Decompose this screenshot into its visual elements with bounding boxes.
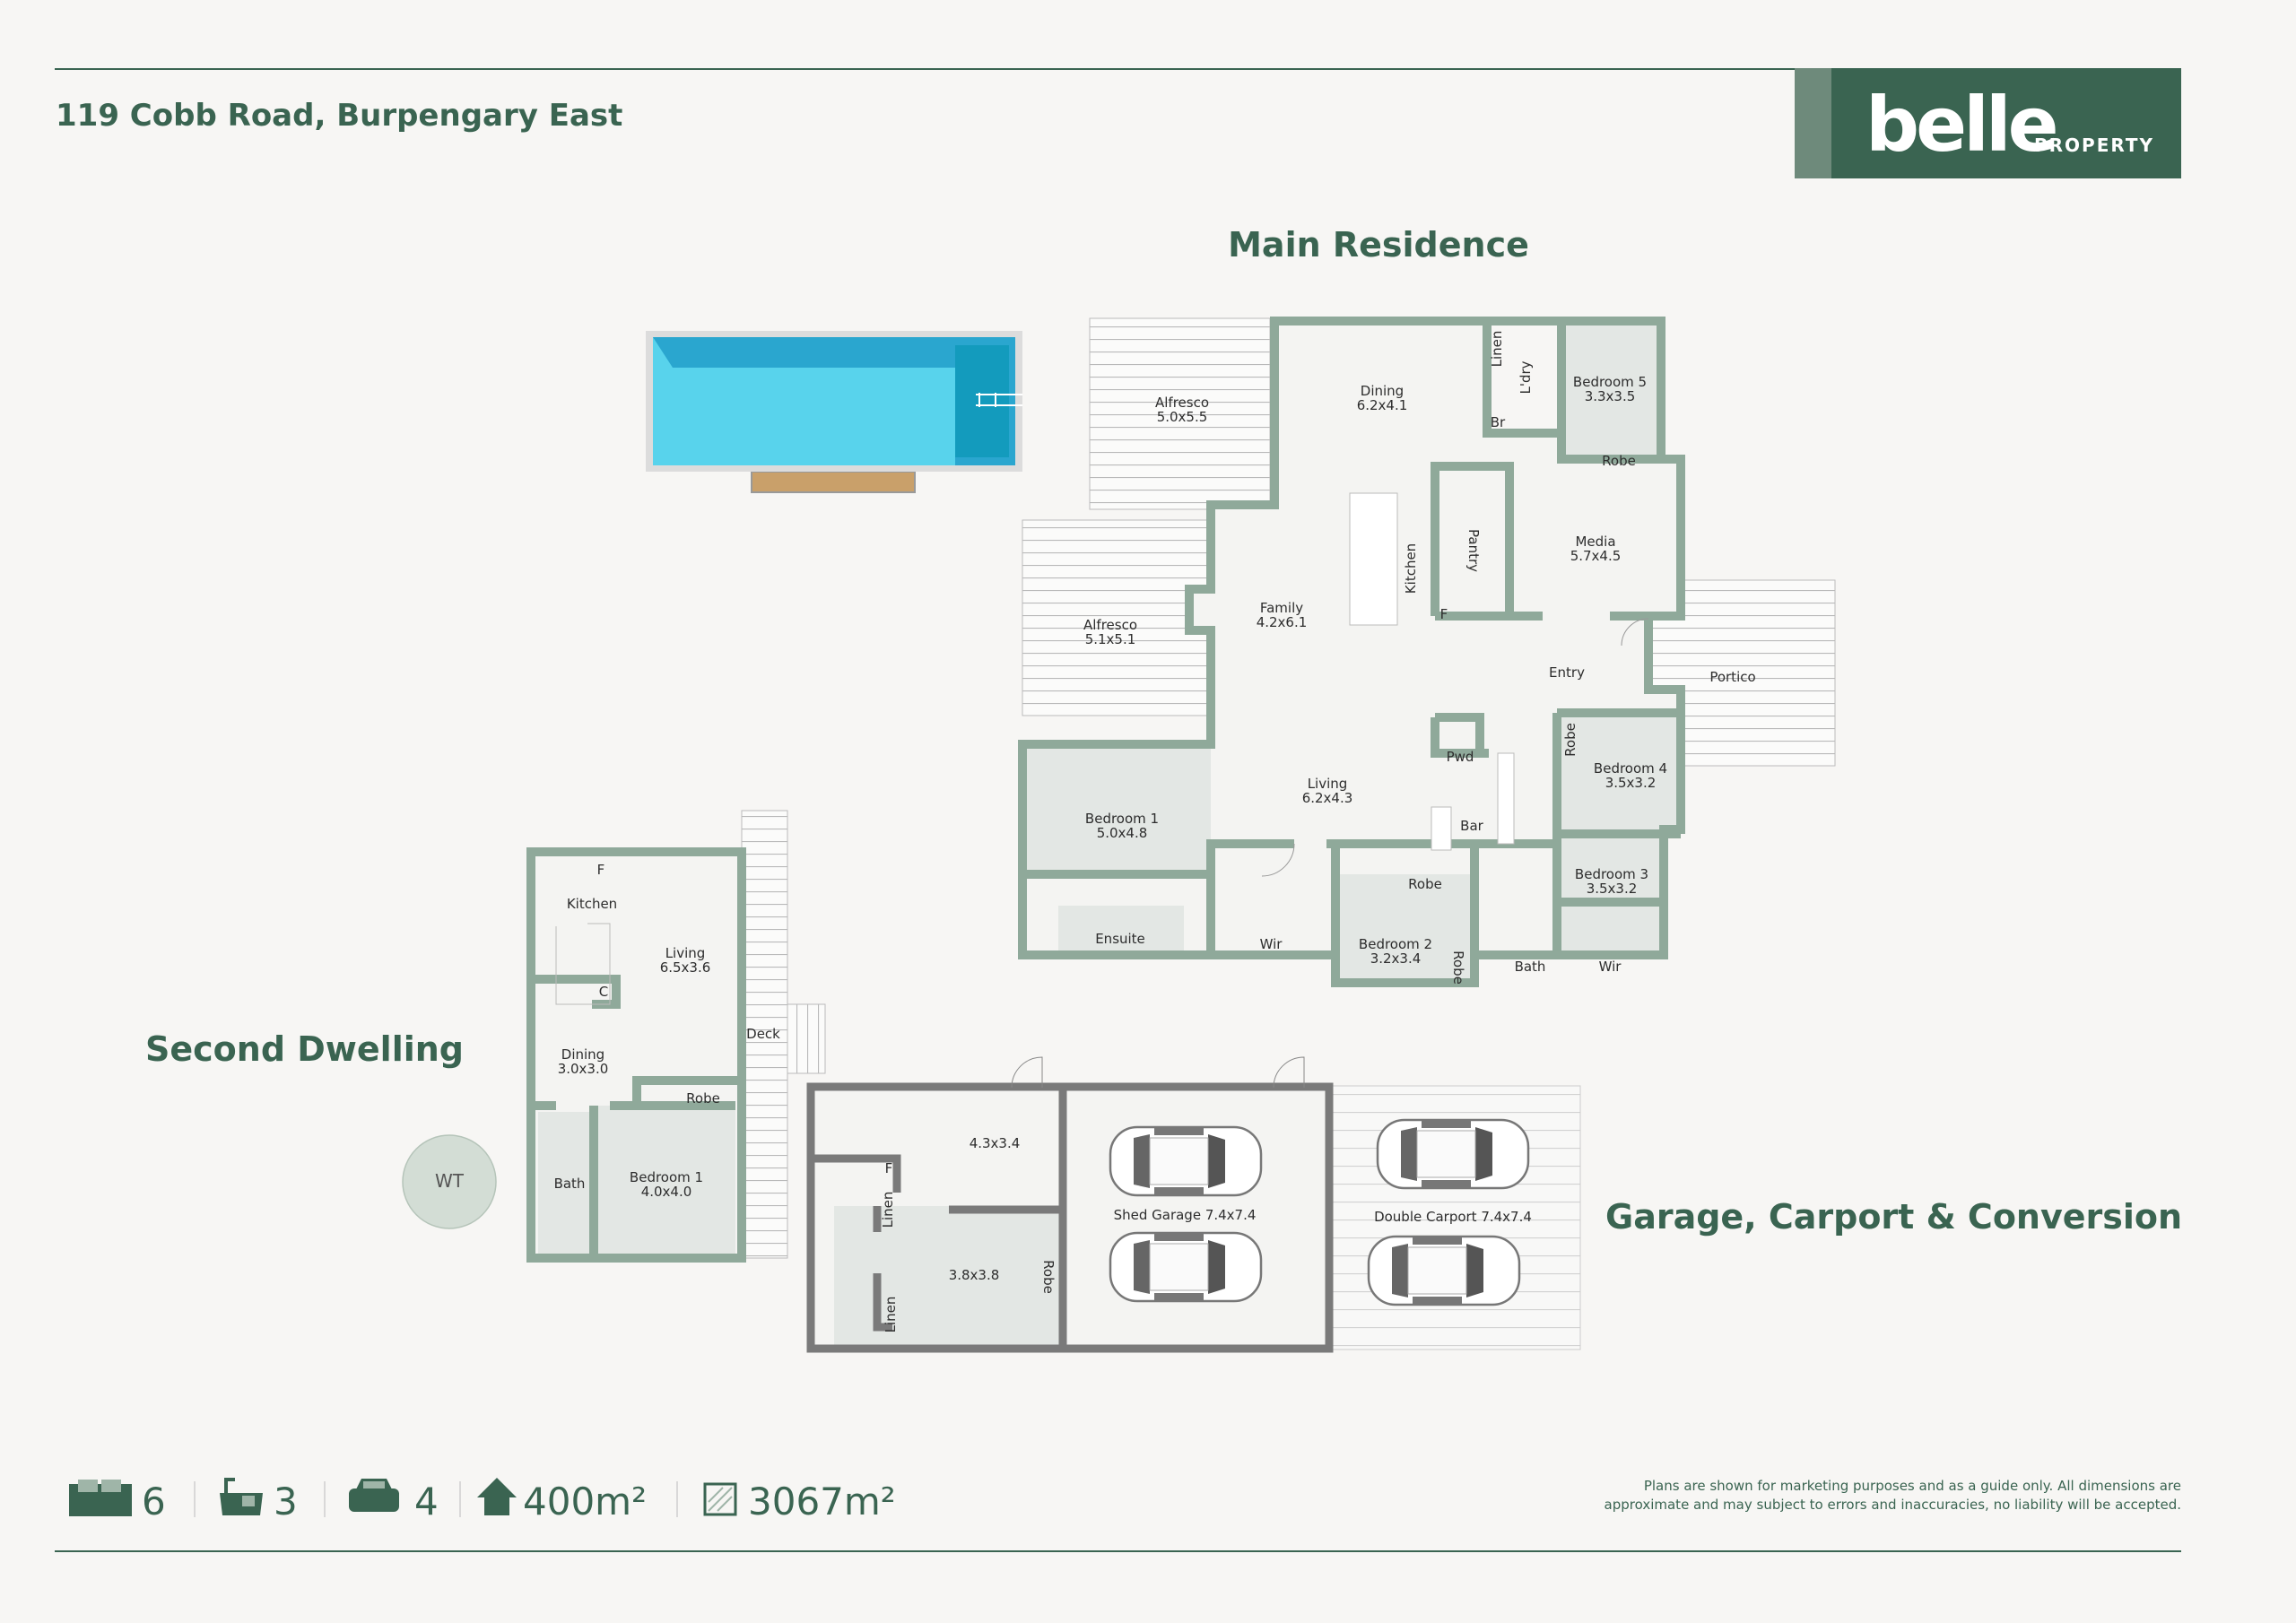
belle-property-logo: belle PROPERTY bbox=[1795, 68, 2181, 178]
portico-label: Portico bbox=[1709, 669, 1755, 685]
property-stats: 6 3 4 400m² 3067m² bbox=[69, 1478, 896, 1523]
svg-text:4.3x3.4: 4.3x3.4 bbox=[970, 1135, 1021, 1151]
disclaimer-line-1: Plans are shown for marketing purposes a… bbox=[1644, 1478, 2181, 1494]
robe-label: Robe bbox=[1562, 723, 1578, 757]
beds-count: 6 bbox=[142, 1480, 166, 1523]
land-area-icon bbox=[703, 1482, 737, 1516]
garage-labels: 4.3x3.4 F Linen 3.8x3.8 Robe Linen Shed … bbox=[880, 1135, 1532, 1332]
baths-count: 3 bbox=[274, 1480, 298, 1523]
bath-icon bbox=[220, 1478, 263, 1515]
bath-label: Bath bbox=[1515, 959, 1546, 975]
water-tank-icon bbox=[402, 1134, 497, 1229]
garage-plan bbox=[806, 1056, 1581, 1353]
svg-text:Robe: Robe bbox=[1040, 1260, 1057, 1294]
swimming-pool bbox=[646, 331, 1022, 493]
svg-text:F: F bbox=[885, 1160, 893, 1176]
svg-text:C: C bbox=[599, 984, 608, 1000]
garage-title: Garage, Carport & Conversion bbox=[1605, 1197, 2182, 1237]
svg-text:Linen: Linen bbox=[883, 1297, 899, 1333]
br-label: Br bbox=[1491, 414, 1506, 430]
svg-text:Robe: Robe bbox=[686, 1090, 720, 1107]
robe-label: Robe bbox=[1408, 876, 1442, 892]
property-address: 119 Cobb Road, Burpengary East bbox=[56, 98, 622, 134]
bar-label: Bar bbox=[1460, 818, 1483, 834]
svg-text:Bedroom 14.0x4.0: Bedroom 14.0x4.0 bbox=[630, 1169, 703, 1200]
svg-text:F: F bbox=[597, 862, 605, 878]
second-dwelling-title: Second Dwelling bbox=[145, 1029, 464, 1069]
house-icon bbox=[477, 1478, 517, 1515]
svg-text:Kitchen: Kitchen bbox=[567, 896, 617, 912]
fridge-label: F bbox=[1440, 606, 1448, 622]
wir-label: Wir bbox=[1260, 936, 1283, 952]
logo-brand: belle bbox=[1866, 81, 2056, 169]
robe-label: Robe bbox=[1450, 950, 1466, 985]
ensuite-label: Ensuite bbox=[1095, 931, 1145, 947]
svg-text:Deck: Deck bbox=[746, 1026, 780, 1042]
land-area: 3067m² bbox=[748, 1480, 896, 1523]
bed-icon bbox=[69, 1480, 132, 1516]
svg-text:Shed Garage 7.4x7.4: Shed Garage 7.4x7.4 bbox=[1114, 1207, 1257, 1223]
wir-label: Wir bbox=[1599, 959, 1622, 975]
svg-text:Linen: Linen bbox=[880, 1192, 896, 1228]
car-icon bbox=[1367, 1235, 1521, 1306]
car-icon bbox=[349, 1479, 399, 1512]
house-area: 400m² bbox=[523, 1480, 647, 1523]
water-tank-label: WT bbox=[435, 1170, 465, 1192]
car-icon bbox=[1109, 1125, 1263, 1197]
svg-text:Bath: Bath bbox=[554, 1176, 586, 1192]
kitchen-label: Kitchen bbox=[1403, 543, 1419, 594]
car-icon bbox=[1376, 1118, 1530, 1190]
main-residence-plan bbox=[1018, 317, 1836, 987]
logo-sub: PROPERTY bbox=[2034, 135, 2154, 156]
disclaimer-line-2: approximate and may subject to errors an… bbox=[1605, 1497, 2181, 1513]
robe-label: Robe bbox=[1602, 453, 1636, 469]
cars-count: 4 bbox=[414, 1480, 439, 1523]
car-icon bbox=[1109, 1231, 1263, 1303]
main-residence-title: Main Residence bbox=[1228, 225, 1529, 265]
pwd-label: Pwd bbox=[1447, 749, 1474, 765]
svg-text:Double Carport 7.4x7.4: Double Carport 7.4x7.4 bbox=[1374, 1209, 1532, 1225]
linen-label: Linen bbox=[1489, 331, 1505, 368]
pantry-label: Pantry bbox=[1465, 529, 1482, 572]
laundry-label: L'dry bbox=[1518, 360, 1534, 394]
svg-text:3.8x3.8: 3.8x3.8 bbox=[949, 1267, 1000, 1283]
entry-label: Entry bbox=[1549, 664, 1585, 681]
second-dwelling-plan bbox=[402, 810, 826, 1263]
